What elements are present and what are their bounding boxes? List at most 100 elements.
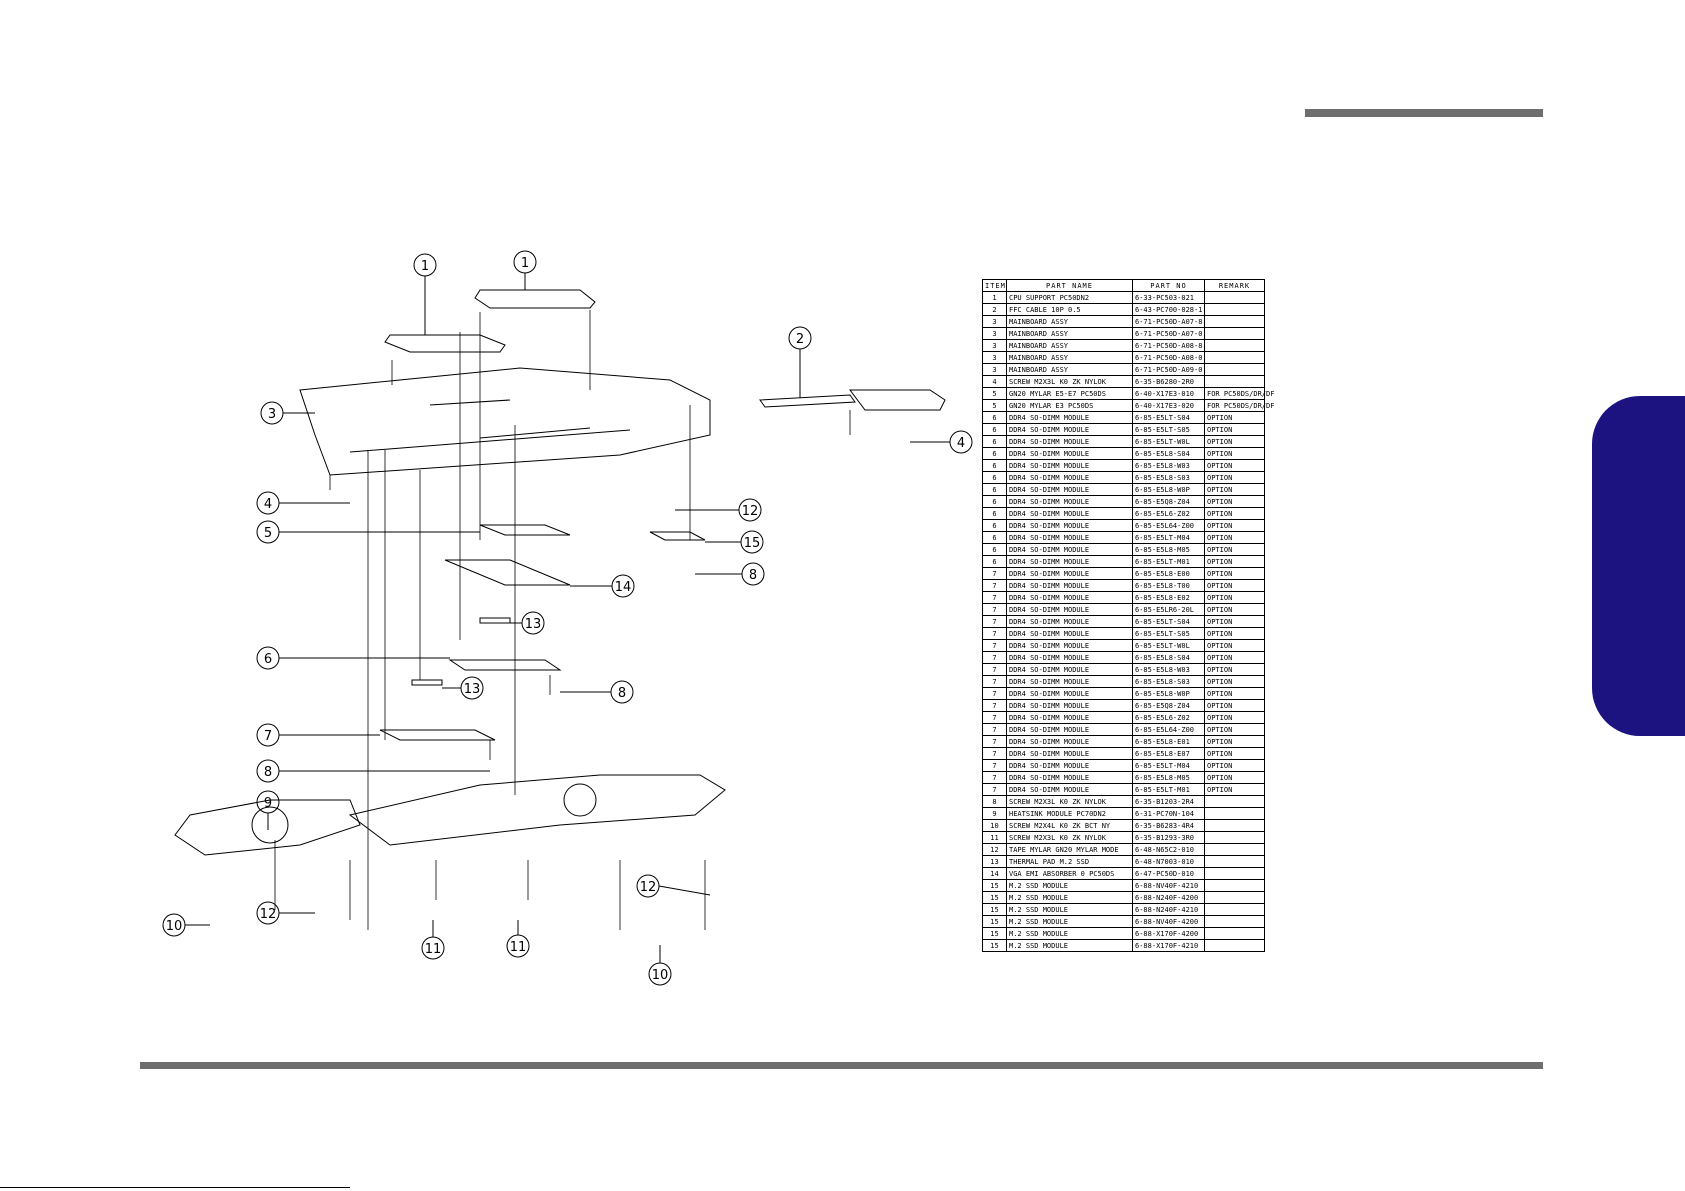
cell-part-name: DDR4 SO-DIMM MODULE [1006, 423, 1133, 436]
cell-part-no: 6-31-PC70N-104 [1132, 807, 1205, 820]
cell-remark [1204, 879, 1265, 892]
cell-remark [1204, 327, 1265, 340]
cell-remark: OPTION [1204, 735, 1265, 748]
cell-part-no: 6-85-E5L8-E07 [1132, 747, 1205, 760]
cell-remark: OPTION [1204, 423, 1265, 436]
ssd-module [649, 531, 706, 541]
cell-part-no: 6-71-PC50D-A08-8 [1132, 339, 1205, 352]
cell-part-no: 6-71-PC50D-A07-0 [1132, 327, 1205, 340]
cell-part-name: SCREW M2X3L K0 ZK NYLOK [1006, 375, 1133, 388]
cell-item: 10 [982, 819, 1007, 832]
cell-item: 3 [982, 363, 1007, 376]
cell-remark: FOR PC50DS/DR/DF [1204, 387, 1274, 400]
io-board [849, 389, 946, 411]
cell-item: 12 [982, 843, 1007, 856]
cell-item: 6 [982, 435, 1007, 448]
cell-remark [1204, 351, 1265, 364]
cell-remark: OPTION [1204, 783, 1265, 796]
cell-item: 1 [982, 291, 1007, 304]
cell-remark: OPTION [1204, 483, 1265, 496]
cell-part-name: MAINBOARD ASSY [1006, 327, 1133, 340]
cell-item: 7 [982, 603, 1007, 616]
cell-part-no: 6-85-E5Q8-Z04 [1132, 699, 1205, 712]
cell-item: 7 [982, 591, 1007, 604]
cell-part-no: 6-88-N240F-4200 [1132, 891, 1205, 904]
cell-remark: OPTION [1204, 711, 1265, 724]
cell-part-name: MAINBOARD ASSY [1006, 363, 1133, 376]
cell-item: 7 [982, 783, 1007, 796]
cell-item: 3 [982, 339, 1007, 352]
callout-label: 12 [742, 504, 759, 519]
cell-remark [1204, 363, 1265, 376]
cell-remark: OPTION [1204, 543, 1265, 556]
cell-remark: OPTION [1204, 759, 1265, 772]
cell-item: 6 [982, 447, 1007, 460]
cell-item: 3 [982, 315, 1007, 328]
cell-remark [1204, 375, 1265, 388]
cell-item: 8 [982, 795, 1007, 808]
cell-part-no: 6-85-E5LT-W0L [1132, 435, 1205, 448]
cell-item: 7 [982, 747, 1007, 760]
cell-item: 5 [982, 399, 1007, 412]
cell-part-name: DDR4 SO-DIMM MODULE [1006, 519, 1133, 532]
cell-part-name: M.2 SSD MODULE [1006, 891, 1133, 904]
cell-item: 6 [982, 555, 1007, 568]
cell-part-name: DDR4 SO-DIMM MODULE [1006, 627, 1133, 640]
cell-item: 7 [982, 615, 1007, 628]
cell-remark [1204, 303, 1265, 316]
cpu-support-left [384, 334, 506, 353]
cell-item: 14 [982, 867, 1007, 880]
cell-part-no: 6-85-E5LT-W0L [1132, 639, 1205, 652]
cell-item: 2 [982, 303, 1007, 316]
cell-part-no: 6-85-E5L8-W03 [1132, 663, 1205, 676]
cell-part-no: 6-88-NV40F-4210 [1132, 879, 1205, 892]
cell-item: 7 [982, 723, 1007, 736]
cell-part-name: CPU SUPPORT PC50DN2 [1006, 291, 1133, 304]
cell-part-name: DDR4 SO-DIMM MODULE [1006, 495, 1133, 508]
cell-part-name: DDR4 SO-DIMM MODULE [1006, 507, 1133, 520]
callout-label: 3 [268, 407, 276, 422]
cell-part-no: 6-85-E5L8-S03 [1132, 471, 1205, 484]
cell-remark [1204, 795, 1265, 808]
cell-item: 7 [982, 711, 1007, 724]
cell-part-no: 6-85-E5L8-W0P [1132, 687, 1205, 700]
cell-part-no: 6-85-E5L8-E00 [1132, 567, 1205, 580]
cell-item: 7 [982, 699, 1007, 712]
cell-part-no: 6-35-B6280-2R0 [1132, 375, 1205, 388]
cell-remark [1204, 855, 1265, 868]
cell-part-name: DDR4 SO-DIMM MODULE [1006, 663, 1133, 676]
cell-item: 6 [982, 423, 1007, 436]
cell-part-name: DDR4 SO-DIMM MODULE [1006, 483, 1133, 496]
cell-part-name: DDR4 SO-DIMM MODULE [1006, 639, 1133, 652]
cell-remark: OPTION [1204, 627, 1265, 640]
cell-remark: FOR PC50DS/DR/DF [1204, 399, 1274, 412]
cell-item: 7 [982, 675, 1007, 688]
callout-label: 1 [421, 259, 429, 274]
thermal-pad-lower [411, 679, 443, 686]
callout-label: 7 [264, 729, 272, 744]
